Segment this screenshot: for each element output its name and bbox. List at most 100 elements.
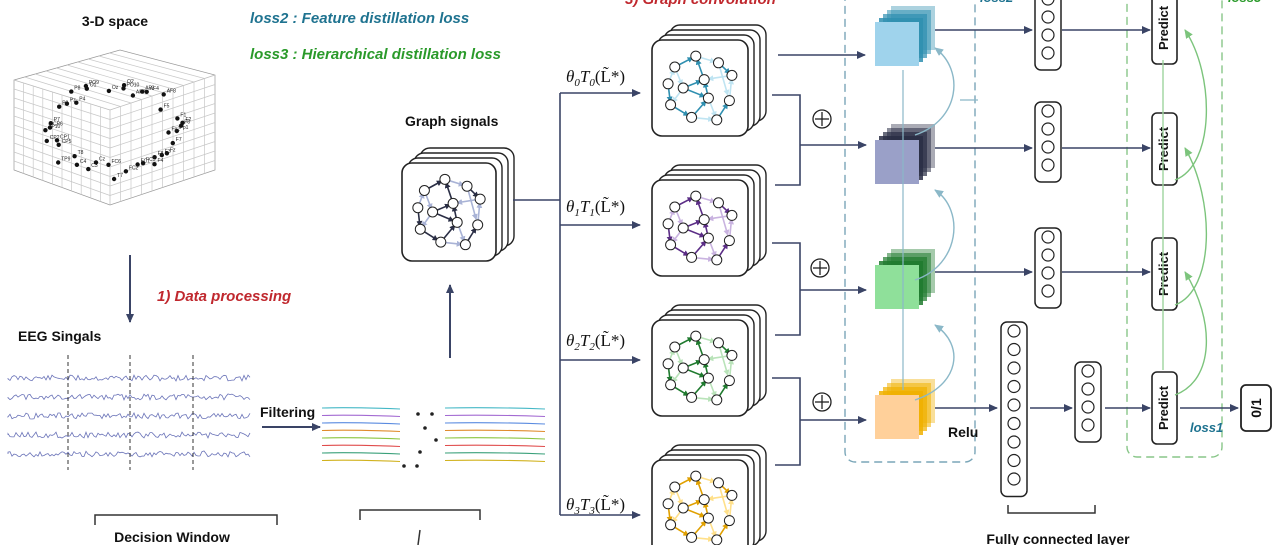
graph-node xyxy=(726,209,738,221)
neuron xyxy=(1081,382,1095,396)
loss3-tag: loss3 xyxy=(1228,0,1262,5)
band-line-left xyxy=(321,429,401,433)
hierarchical-distillation-box xyxy=(1126,0,1223,458)
graph-node xyxy=(711,394,723,406)
electrode-label: P4 xyxy=(79,97,85,103)
graph-node xyxy=(412,202,424,214)
chebyshev-formulas: θ0T0(L̃*)θ1T1(L̃*)θ2T2(L̃*)θ3T3(L̃*) xyxy=(566,67,625,517)
neuron-column xyxy=(1034,227,1062,309)
electrode-dot xyxy=(159,152,164,158)
graph-node xyxy=(702,232,714,244)
branch-card xyxy=(651,444,767,545)
branch-graph-stacks xyxy=(651,24,767,545)
graph-node xyxy=(690,190,702,202)
band-line-left xyxy=(321,452,401,455)
graph-node xyxy=(662,218,674,230)
graph-node xyxy=(669,201,681,213)
graph-node xyxy=(427,206,439,218)
electrode-dot xyxy=(130,93,136,98)
feature-front xyxy=(875,140,919,184)
branch-formula: θ3T3(L̃*) xyxy=(566,495,625,517)
branch-connectors xyxy=(772,51,867,466)
filtering-label: Filtering xyxy=(260,404,315,420)
electrode-dot xyxy=(84,86,90,91)
graph-signal-card xyxy=(401,147,515,262)
branch-card xyxy=(651,164,767,277)
electrode-label: FC6 xyxy=(112,159,122,165)
graph-node xyxy=(439,173,451,185)
electrode-dot xyxy=(44,138,49,144)
graph-node xyxy=(712,197,724,209)
graph-node xyxy=(669,341,681,353)
electrode-label: F1 xyxy=(180,112,186,118)
neuron xyxy=(1041,284,1055,298)
electrode-label: TP10 xyxy=(48,124,60,130)
neuron xyxy=(1081,364,1095,378)
band-line-right xyxy=(444,414,546,418)
band-line-right xyxy=(444,452,546,455)
electrode-dot xyxy=(93,160,99,165)
band-line-left xyxy=(321,459,401,463)
predict-box: Predict xyxy=(1151,0,1178,65)
electrode-dot xyxy=(74,162,80,167)
graph-node xyxy=(686,391,698,403)
graph-node xyxy=(690,50,702,62)
electrode-dot xyxy=(164,151,170,156)
loss2-legend: loss2 : Feature distillation loss xyxy=(250,10,469,27)
band-line-left xyxy=(321,422,401,425)
graph-node xyxy=(711,254,723,266)
graph-node xyxy=(677,222,689,234)
electrode-dot xyxy=(56,160,61,165)
neuron xyxy=(1081,418,1095,432)
loss2-tag: loss2 xyxy=(980,0,1014,5)
graph-node xyxy=(662,498,674,510)
graph-node xyxy=(665,239,677,251)
electrode-label: CP6 xyxy=(53,122,63,128)
electrode-dot xyxy=(74,100,79,105)
electrode-label: C3 xyxy=(91,163,98,169)
eeg-signals-label: EEG Singals xyxy=(18,328,101,344)
graph-node xyxy=(686,111,698,123)
electrode-label: CP2 xyxy=(50,135,60,141)
electrode-label: F8 xyxy=(158,151,164,157)
electrode-dot xyxy=(72,154,77,159)
electrode-label: Fp1 xyxy=(180,125,189,131)
electrode-dot xyxy=(144,89,149,95)
predict-label: Predict xyxy=(1156,5,1171,50)
electrode-label: FC5 xyxy=(146,157,156,163)
electrode-dot xyxy=(57,104,62,109)
graph-node xyxy=(677,362,689,374)
graph-node xyxy=(723,235,735,247)
electrode-label: Fz xyxy=(170,147,176,153)
electrode-dot xyxy=(69,89,74,94)
predict-frame xyxy=(1151,0,1178,65)
electrode-dot xyxy=(140,161,146,166)
relu-label: Relu xyxy=(948,424,978,440)
output-box xyxy=(1240,384,1272,432)
band-line-right xyxy=(444,407,546,410)
data-processing-label: 1) Data processing xyxy=(157,288,291,305)
neuron xyxy=(1041,104,1055,118)
electrode-dot xyxy=(174,128,179,134)
electrode-dot xyxy=(48,121,53,126)
electrode-label: T7 xyxy=(117,173,123,179)
electrode-label: F6 xyxy=(184,120,190,126)
electrode-label: O1 xyxy=(90,83,97,89)
graph-node xyxy=(461,180,473,192)
graph-node xyxy=(677,82,689,94)
output-label: 0/1 xyxy=(1248,398,1264,418)
neuron xyxy=(1041,28,1055,42)
neuron xyxy=(1007,453,1021,468)
neuron xyxy=(1007,435,1021,449)
graph-node xyxy=(665,379,677,391)
graph-conv-title: 3) Graph convolution xyxy=(625,0,776,8)
scalp-3d-plot xyxy=(13,49,216,206)
predict-box: Predict xyxy=(1151,371,1178,445)
branch-formula: θ2T2(L̃*) xyxy=(566,331,625,353)
neuron-column xyxy=(1000,321,1028,498)
electrode-label: AF4 xyxy=(150,86,159,92)
graph-node xyxy=(472,219,484,231)
loss3-legend: loss3 : Hierarchical distillation loss xyxy=(250,46,501,63)
electrode-dot xyxy=(54,138,60,143)
